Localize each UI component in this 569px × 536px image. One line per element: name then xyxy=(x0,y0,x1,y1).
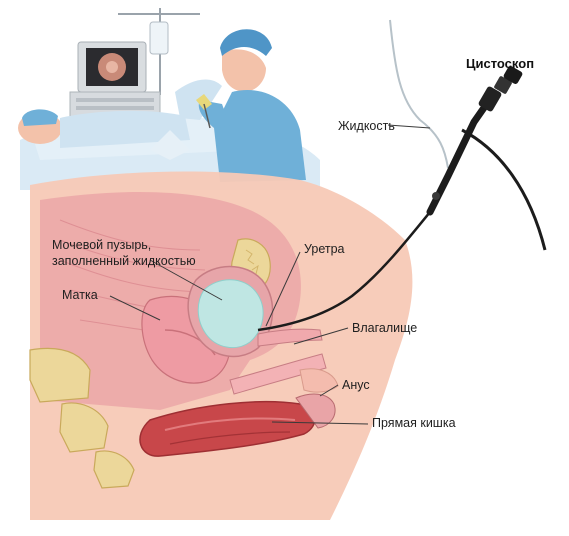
monitor-icon xyxy=(69,41,161,123)
label-urethra: Уретра xyxy=(304,242,345,256)
cystoscope-instrument xyxy=(257,19,547,332)
anatomy-cross-section xyxy=(29,171,413,521)
rectum xyxy=(139,400,316,457)
bladder xyxy=(187,265,274,358)
label-bladder-line2: заполненный жидкостью xyxy=(52,254,196,268)
label-vagina: Влагалище xyxy=(352,321,418,335)
label-anus: Анус xyxy=(342,378,370,392)
patient xyxy=(18,79,222,160)
sacrum xyxy=(29,347,135,489)
doctor xyxy=(196,29,306,182)
label-bladder-line1: Мочевой пузырь, xyxy=(52,238,152,252)
label-leaders xyxy=(109,124,431,425)
label-uterus: Матка xyxy=(62,288,98,302)
label-fluid: Жидкость xyxy=(338,119,395,133)
procedure-scene xyxy=(18,8,320,190)
label-cystoscope: Цистоскоп xyxy=(466,56,535,71)
label-rectum: Прямая кишка xyxy=(372,416,456,430)
